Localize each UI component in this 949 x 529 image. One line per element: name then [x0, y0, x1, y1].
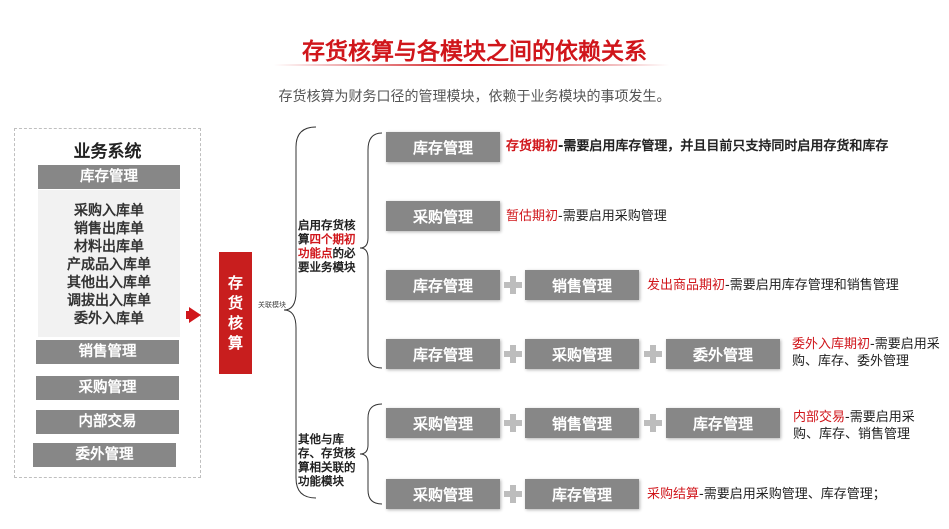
row6-module-inventory: 库存管理: [525, 479, 639, 509]
business-system-panel: [14, 128, 201, 478]
doc-item: 委外入库单: [74, 311, 144, 327]
group-top-suffix: 的必要业务模块: [298, 246, 356, 274]
row2-highlight: 暂估期初: [506, 209, 559, 224]
row2-text: -需要启用采购管理: [558, 209, 667, 224]
row6-module-purchase: 采购管理: [386, 479, 500, 509]
row5-description: 内部交易-需要启用采购、库存、销售管理: [793, 409, 938, 443]
row5-module-sales: 销售管理: [525, 408, 639, 438]
group-top-prefix: 启用存货核算: [298, 218, 356, 246]
group-bottom-label: 其他与库存、存货核算相关联的功能模块: [298, 432, 356, 488]
relation-label: 关联模块: [258, 301, 286, 309]
plus-icon: [644, 345, 662, 363]
row3-text: -需要启用库存管理和销售管理: [725, 278, 899, 293]
business-system-title: 业务系统: [73, 142, 142, 162]
row3-highlight: 发出商品期初: [647, 278, 726, 293]
group-top-highlight: 四个期初功能点: [298, 232, 356, 260]
plus-icon: [504, 276, 522, 294]
doc-item: 产成品入库单: [67, 257, 151, 273]
row2-description: 暂估期初-需要启用采购管理: [506, 208, 667, 225]
row5-text: -需要启用采购、库存、销售管理: [793, 410, 915, 442]
row6-text: -需要启用采购管理、库存管理；: [699, 487, 886, 502]
plus-icon: [504, 414, 522, 432]
business-module-internal-trade: 内部交易: [36, 410, 179, 434]
plus-icon: [504, 485, 522, 503]
row2-module-purchase: 采购管理: [386, 201, 500, 231]
doc-item: 其他出入库单: [67, 275, 151, 291]
group-top-label: 启用存货核算四个期初功能点的必要业务模块: [298, 218, 364, 274]
plus-icon: [504, 345, 522, 363]
doc-item: 采购入库单: [74, 203, 144, 219]
row6-highlight: 采购结算: [647, 487, 700, 502]
business-module-outsourcing: 委外管理: [33, 443, 176, 467]
row4-module-purchase: 采购管理: [525, 339, 639, 369]
plus-icon: [644, 414, 662, 432]
row1-highlight: 存货期初: [506, 139, 559, 154]
title-underline: [274, 64, 669, 66]
row5-module-purchase: 采购管理: [386, 408, 500, 438]
row4-module-outsourcing: 委外管理: [666, 339, 780, 369]
doc-item: 调拔出入库单: [67, 293, 151, 309]
business-inventory-block: 库存管理: [38, 165, 180, 189]
row4-text: -需要启用采购、库存、委外管理: [792, 337, 940, 369]
business-module-purchase: 采购管理: [36, 376, 179, 400]
doc-item: 销售出库单: [74, 221, 144, 237]
row5-highlight: 内部交易: [793, 410, 846, 425]
business-module-sales: 销售管理: [36, 340, 179, 364]
row4-module-inventory: 库存管理: [386, 339, 500, 369]
row3-module-sales: 销售管理: [525, 270, 639, 300]
inventory-accounting-box: 存货核算: [219, 252, 252, 374]
page-subtitle: 存货核算为财务口径的管理模块，依赖于业务模块的事项发生。: [278, 89, 671, 105]
row3-description: 发出商品期初-需要启用库存管理和销售管理: [647, 277, 899, 294]
row3-module-inventory: 库存管理: [386, 270, 500, 300]
page-title: 存货核算与各模块之间的依赖关系: [302, 39, 647, 65]
arrow-right-icon: [189, 307, 201, 323]
row1-text: -需要启用库存管理，并且目前只支持同时启用存货和库存: [558, 139, 889, 154]
doc-item: 材料出库单: [74, 239, 144, 255]
row4-highlight: 委外入库期初: [792, 337, 871, 352]
row1-module-inventory: 库存管理: [386, 132, 500, 162]
document-list-area: [38, 190, 180, 337]
row5-module-inventory: 库存管理: [666, 408, 780, 438]
row4-description: 委外入库期初-需要启用采购、库存、委外管理: [792, 336, 944, 370]
row6-description: 采购结算-需要启用采购管理、库存管理；: [647, 486, 886, 503]
row1-description: 存货期初-需要启用库存管理，并且目前只支持同时启用存货和库存: [506, 138, 888, 155]
